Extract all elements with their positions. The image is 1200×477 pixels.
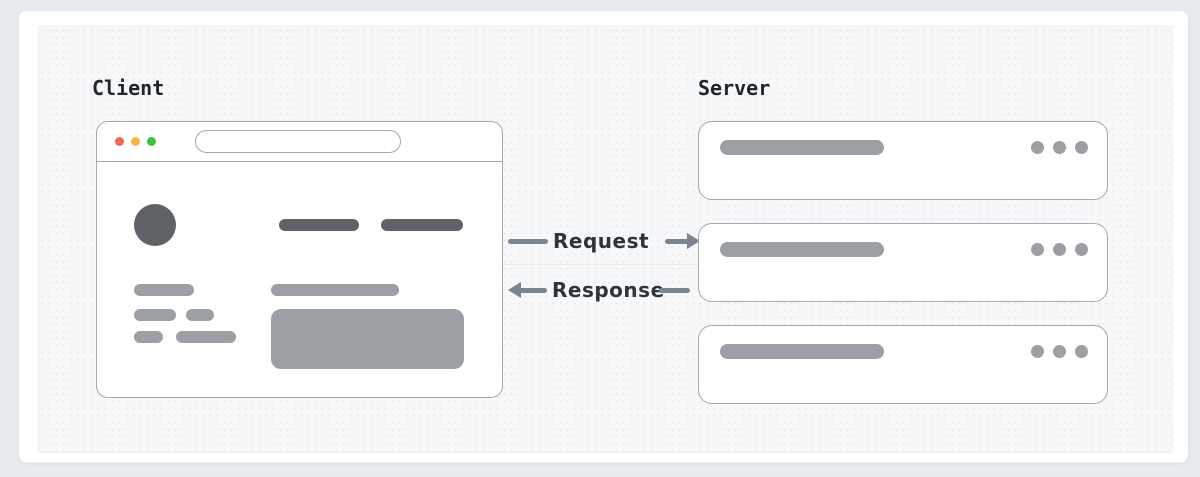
server-name-skeleton [720, 344, 884, 359]
content-skeleton-block [271, 309, 464, 369]
ellipsis-icon [1031, 243, 1088, 256]
request-arrow-shaft [665, 239, 689, 244]
avatar-skeleton [134, 204, 176, 246]
response-arrow-shaft [519, 288, 547, 293]
client-section-label: Client [92, 76, 165, 100]
traffic-light-green-icon [147, 137, 156, 146]
arrow-left-icon [508, 282, 521, 298]
browser-titlebar [97, 122, 502, 162]
browser-window [96, 121, 503, 398]
address-bar [195, 130, 401, 153]
traffic-light-yellow-icon [131, 137, 140, 146]
request-label: Request [553, 229, 650, 253]
text-skeleton-bar [134, 309, 176, 321]
server-node [698, 121, 1108, 200]
flow-divider [503, 264, 698, 265]
request-line [508, 239, 548, 244]
ellipsis-icon [1031, 141, 1088, 154]
text-skeleton-bar [186, 309, 214, 321]
arrow-right-icon [687, 233, 700, 249]
ellipsis-icon [1031, 345, 1088, 358]
text-skeleton-bar [134, 331, 163, 343]
response-label: Response [552, 278, 665, 302]
server-node [698, 223, 1108, 302]
server-name-skeleton [720, 140, 884, 155]
text-skeleton-bar [271, 284, 399, 296]
nav-skeleton-bar [279, 219, 359, 231]
server-name-skeleton [720, 242, 884, 257]
nav-skeleton-bar [381, 219, 463, 231]
server-stack [698, 121, 1108, 404]
text-skeleton-bar [134, 284, 194, 296]
text-skeleton-bar [176, 331, 236, 343]
traffic-light-red-icon [115, 137, 124, 146]
server-section-label: Server [698, 76, 771, 100]
response-line [659, 288, 690, 293]
server-node [698, 325, 1108, 404]
